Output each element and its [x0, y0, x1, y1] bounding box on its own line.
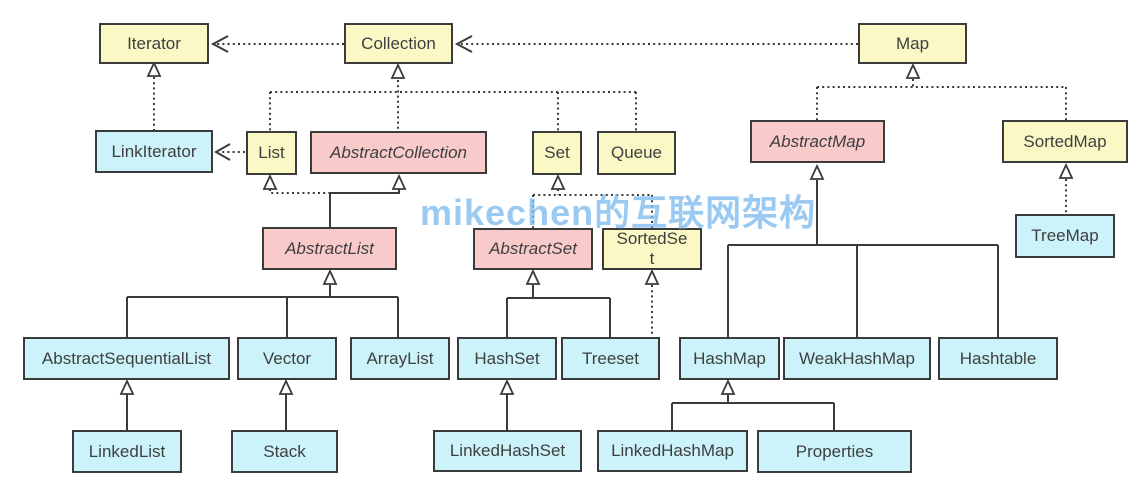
- node-list: List: [246, 131, 297, 175]
- node-map: Map: [858, 23, 967, 64]
- edge-abstractlist-to-abstractcollection: [329, 173, 407, 227]
- node-linkiterator: LinkIterator: [95, 130, 213, 173]
- node-arraylist: ArrayList: [350, 337, 450, 380]
- node-collection: Collection: [344, 23, 453, 64]
- node-treemap: TreeMap: [1015, 214, 1115, 258]
- node-abstractsequentiallist: AbstractSequentialList: [23, 337, 230, 380]
- node-abstractmap: AbstractMap: [750, 120, 885, 163]
- edges-to-set-bus: [532, 173, 653, 228]
- edges-to-abstractset-bus: [506, 268, 611, 337]
- node-stack: Stack: [231, 430, 338, 473]
- edge-stack-to-vector: [278, 378, 294, 430]
- edges-to-collection-bus: [269, 62, 637, 131]
- node-properties: Properties: [757, 430, 912, 473]
- node-sortedset: SortedSe t: [602, 228, 702, 270]
- edge-linkedlist-to-abstractsequentiallist: [119, 378, 135, 430]
- node-abstractcollection: AbstractCollection: [310, 131, 487, 174]
- node-sortedmap: SortedMap: [1002, 120, 1128, 163]
- edge-list-to-linkiterator: [213, 143, 245, 161]
- edge-linkedhashset-to-hashset: [499, 378, 515, 430]
- node-linkedhashset: LinkedHashSet: [433, 430, 582, 472]
- node-queue: Queue: [597, 131, 676, 175]
- edges-to-abstractlist-bus: [126, 268, 399, 337]
- node-treeset: Treeset: [561, 337, 660, 380]
- node-hashmap: HashMap: [679, 337, 780, 380]
- edge-map-to-collection: [454, 35, 858, 53]
- edges-to-abstractmap-bus: [727, 163, 999, 337]
- node-abstractset: AbstractSet: [473, 228, 593, 270]
- edge-collection-to-iterator: [210, 35, 344, 53]
- node-hashset: HashSet: [457, 337, 557, 380]
- node-set: Set: [532, 131, 582, 175]
- node-abstractlist: AbstractList: [262, 227, 397, 270]
- edges-to-hashmap-bus: [671, 378, 835, 430]
- edge-treeset-to-sortedset: [644, 268, 660, 337]
- node-hashtable: Hashtable: [938, 337, 1058, 380]
- node-iterator: Iterator: [99, 23, 209, 64]
- edge-abstractlist-to-list: [262, 173, 330, 194]
- edge-treemap-to-sortedmap: [1058, 162, 1074, 214]
- node-weakhashmap: WeakHashMap: [783, 337, 931, 380]
- node-linkedlist: LinkedList: [72, 430, 182, 473]
- node-vector: Vector: [237, 337, 337, 380]
- edge-linkiterator-to-iterator: [146, 60, 162, 130]
- node-linkedhashmap: LinkedHashMap: [597, 430, 748, 472]
- edges-to-map-bus: [816, 62, 1067, 120]
